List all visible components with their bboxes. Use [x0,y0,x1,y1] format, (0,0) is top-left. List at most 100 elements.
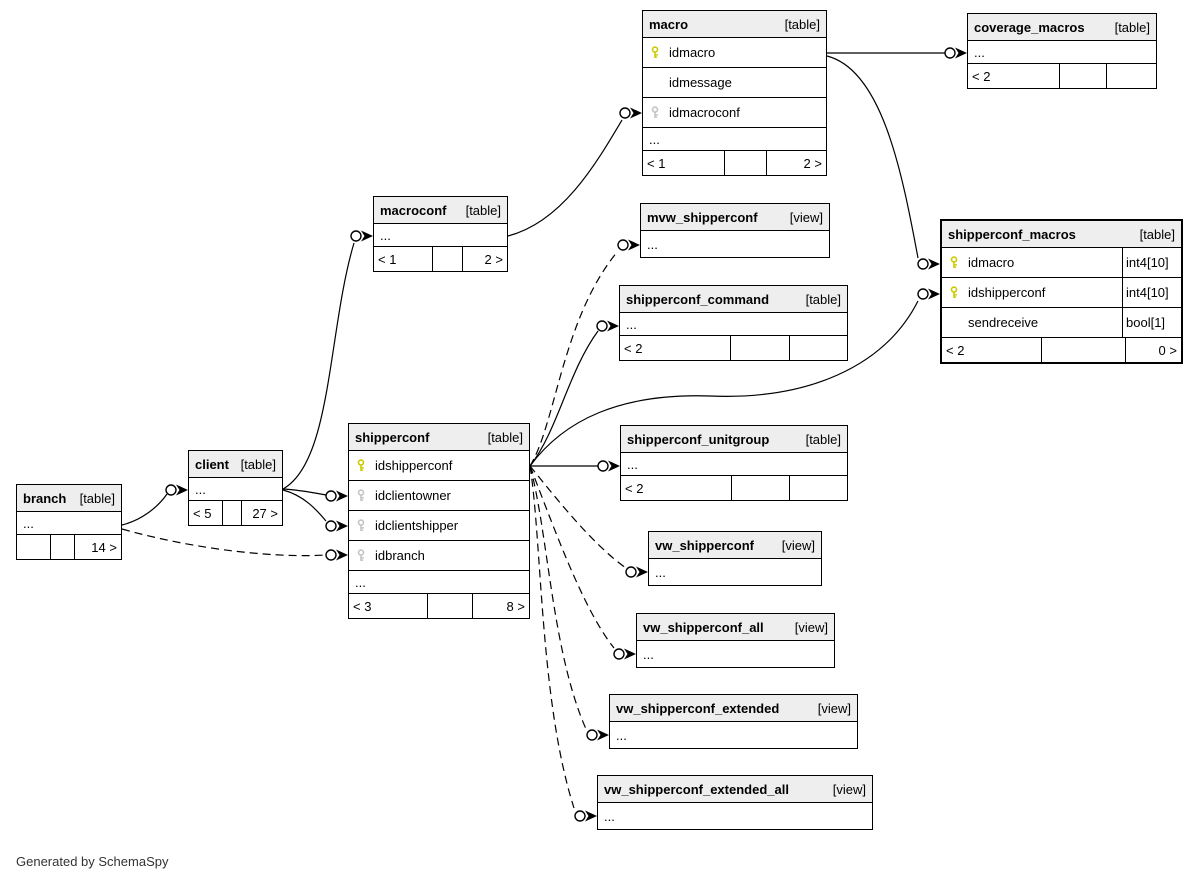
footer-left-stat: < 2 [942,338,1043,362]
footer-mid-cell [1060,64,1108,88]
entity-title: shipperconf_command [626,291,770,307]
footer-right-stat [1107,64,1156,88]
rel-macro-shipperconf-macros [826,55,919,259]
footer-mid-cell [223,501,242,525]
entity-shipperconf-macros[interactable]: shipperconf_macros [table] idmacro int4[… [940,219,1183,364]
entity-header: shipperconf [table] [349,424,529,451]
footer-right-stat: 2 > [803,155,822,171]
entity-shipperconf-unitgroup[interactable]: shipperconf_unitgroup [table] ... < 2 [620,425,848,501]
columns-ellipsis-row: ... [643,646,654,662]
entity-footer: < 5 27 > [189,501,282,525]
column-type: int4[10] [1122,248,1181,277]
foreign-key-icon [355,549,375,562]
entity-header: mvw_shipperconf [view] [641,204,829,231]
footer-left-stat: < 3 [349,594,429,618]
entity-header: macroconf [table] [374,197,507,224]
entity-header: branch [table] [17,485,121,512]
entity-kind-badge: [view] [781,537,815,553]
entity-footer: 14 > [17,535,121,559]
entity-title: mvw_shipperconf [647,209,758,225]
rel-shipperconf-vw-shipperconf-extended-all [529,465,575,809]
endpoint-coverage-macros [944,47,967,59]
entity-title: macroconf [380,202,447,218]
entity-vw-shipperconf-all[interactable]: vw_shipperconf_all [view] ... [636,613,835,668]
entity-header: shipperconf_macros [table] [942,221,1181,248]
entity-footer: < 2 [621,476,847,500]
footer-left-stat [17,535,52,559]
entity-title: macro [649,16,689,32]
entity-header: shipperconf_command [table] [620,286,847,313]
generator-credit: Generated by SchemaSpy [16,854,169,869]
footer-right-stat: 27 > [252,505,278,521]
entity-macro[interactable]: macro [table] idmacro idmessage idmacroc… [642,10,827,176]
entity-footer: < 1 2 > [374,247,507,271]
entity-header: macro [table] [643,11,826,38]
column-name: sendreceive [968,315,1039,330]
column-row: idmacro int4[10] [942,248,1181,278]
column-row: idshipperconf int4[10] [942,278,1181,308]
rel-shipperconf-vw-shipperconf-extended [529,465,587,730]
footer-right-stat: 8 > [506,598,525,614]
columns-ellipsis-row: ... [349,571,529,594]
entity-footer: < 1 2 > [643,151,826,175]
endpoint-shipperconf-macros-idshipperconf [917,288,940,300]
entity-coverage-macros[interactable]: coverage_macros [table] ... < 2 [967,13,1157,89]
rel-shipperconf-shipperconf-command [529,330,599,467]
entity-title: branch [23,490,67,506]
entity-title: shipperconf_macros [948,226,1076,242]
entity-footer: < 2 0 > [942,338,1181,362]
column-name: idshipperconf [968,285,1046,300]
entity-client[interactable]: client [table] ... < 5 27 > [188,450,283,526]
rel-shipperconf-mvw-shipperconf [529,250,619,467]
rel-client-macroconf [282,242,355,490]
entity-vw-shipperconf-extended-all[interactable]: vw_shipperconf_extended_all [view] ... [597,775,873,830]
entity-header: vw_shipperconf_extended_all [view] [598,776,872,803]
column-name: idbranch [375,548,425,563]
endpoint-vw-shipperconf-extended-all [574,810,597,822]
footer-left-stat: < 5 [189,501,224,525]
entity-footer: < 2 [968,64,1156,88]
footer-left-stat: < 1 [374,247,433,271]
columns-ellipsis-row: ... [620,313,847,336]
columns-ellipsis-row: ... [968,41,1156,64]
entity-macroconf[interactable]: macroconf [table] ... < 1 2 > [373,196,508,272]
columns-ellipsis-row: ... [616,727,627,743]
footer-right-stat [790,476,847,500]
columns-ellipsis-row: ... [189,478,282,501]
endpoint-shipperconf-macros-idmacro [917,258,940,270]
entity-kind-badge: [view] [817,700,851,716]
footer-mid-cell [732,476,791,500]
entity-branch[interactable]: branch [table] ... 14 > [16,484,122,560]
entity-kind-badge: [table] [465,202,501,218]
footer-mid-cell [731,336,791,360]
endpoint-shipperconf-unitgroup [597,460,620,472]
entity-title: coverage_macros [974,19,1085,35]
entity-mvw-shipperconf[interactable]: mvw_shipperconf [view] ... [640,203,830,258]
entity-kind-badge: [table] [487,429,523,445]
entity-shipperconf-command[interactable]: shipperconf_command [table] ... < 2 [619,285,848,361]
footer-mid-cell [51,535,76,559]
column-row: idmacroconf [643,98,826,128]
entity-title: vw_shipperconf_extended [616,700,780,716]
column-name: idclientshipper [375,518,459,533]
endpoint-macroconf [350,230,373,242]
entity-shipperconf[interactable]: shipperconf [table] idshipperconf idclie… [348,423,530,619]
columns-ellipsis-row: ... [647,236,658,252]
entity-vw-shipperconf[interactable]: vw_shipperconf [view] ... [648,531,822,586]
footer-mid-cell [725,151,768,175]
entity-title: vw_shipperconf [655,537,754,553]
entity-kind-badge: [table] [805,291,841,307]
column-row: sendreceive bool[1] [942,308,1181,338]
entity-kind-badge: [view] [832,781,866,797]
endpoint-shipperconf-idbranch [325,549,348,561]
entity-header: shipperconf_unitgroup [table] [621,426,847,453]
endpoint-mvw-shipperconf [617,239,640,251]
columns-ellipsis-row: ... [655,564,666,580]
footer-mid-cell [433,247,464,271]
entity-kind-badge: [table] [79,490,115,506]
entity-vw-shipperconf-extended[interactable]: vw_shipperconf_extended [view] ... [609,694,858,749]
entity-title: shipperconf_unitgroup [627,431,770,447]
footer-right-stat [790,336,847,360]
